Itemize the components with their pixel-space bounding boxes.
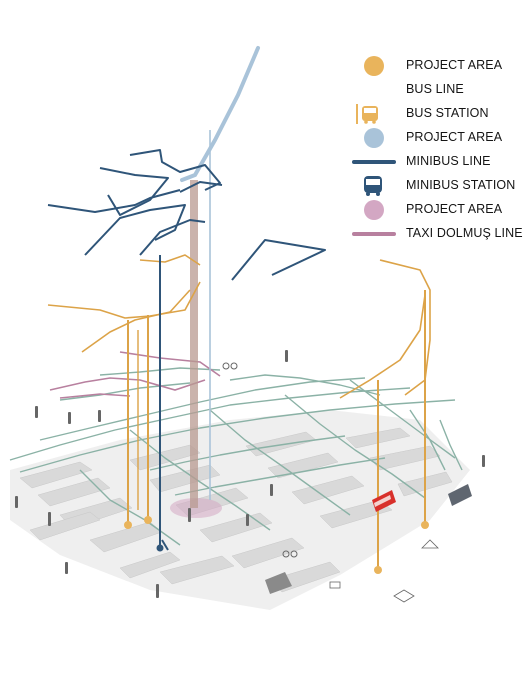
legend-label: BUS STATION	[406, 106, 489, 120]
legend-item-minibus-project-area: PROJECT AREA	[344, 126, 532, 150]
truck-icon	[265, 572, 292, 594]
minibus-station-icon	[364, 176, 382, 196]
legend-label: TAXI DOLMUŞ LINE	[406, 226, 523, 240]
legend-label: PROJECT AREA	[406, 58, 503, 72]
legend-label: MINIBUS LINE	[406, 154, 491, 168]
legend-item-bus-line: BUS LINE	[344, 78, 532, 102]
bus-station-icon	[356, 104, 378, 124]
legend-item-taxi-project-area: PROJECT AREA	[344, 198, 532, 222]
legend-item-bus-project-area: PROJECT AREA	[344, 54, 532, 78]
legend-label: BUS LINE	[406, 82, 464, 96]
legend-item-minibus-station: MINIBUS STATION	[344, 174, 532, 198]
blue-circle-icon	[364, 128, 384, 148]
legend-item-bus-station: BUS STATION	[344, 102, 532, 126]
minibus-light-line	[180, 46, 260, 500]
legend-label: PROJECT AREA	[406, 202, 503, 216]
pedestrian-figures	[15, 350, 485, 598]
minibus-lines	[47, 149, 326, 281]
ground-outline-shapes	[329, 539, 439, 603]
minibus-station-markers	[156, 544, 164, 552]
street-network	[9, 367, 463, 546]
minibus-poles	[159, 255, 169, 551]
legend-label: MINIBUS STATION	[406, 178, 516, 192]
taxi-project-tower	[190, 180, 198, 508]
legend: PROJECT AREA BUS LINE BUS STATION PROJEC…	[344, 54, 532, 246]
minibus-line-swatch	[352, 160, 396, 164]
legend-label: PROJECT AREA	[406, 130, 503, 144]
taxi-line-swatch	[352, 232, 396, 236]
bus-lines	[47, 254, 431, 570]
purple-circle-icon	[364, 200, 384, 220]
cyclist-figures	[222, 362, 298, 558]
legend-item-taxi-dolmus-line: TAXI DOLMUŞ LINE	[344, 222, 532, 246]
red-bus-icon	[372, 490, 396, 512]
legend-item-minibus-line: MINIBUS LINE	[344, 150, 532, 174]
bus-station-markers	[124, 516, 429, 574]
van-icon	[448, 484, 472, 506]
orange-circle-icon	[364, 56, 384, 76]
